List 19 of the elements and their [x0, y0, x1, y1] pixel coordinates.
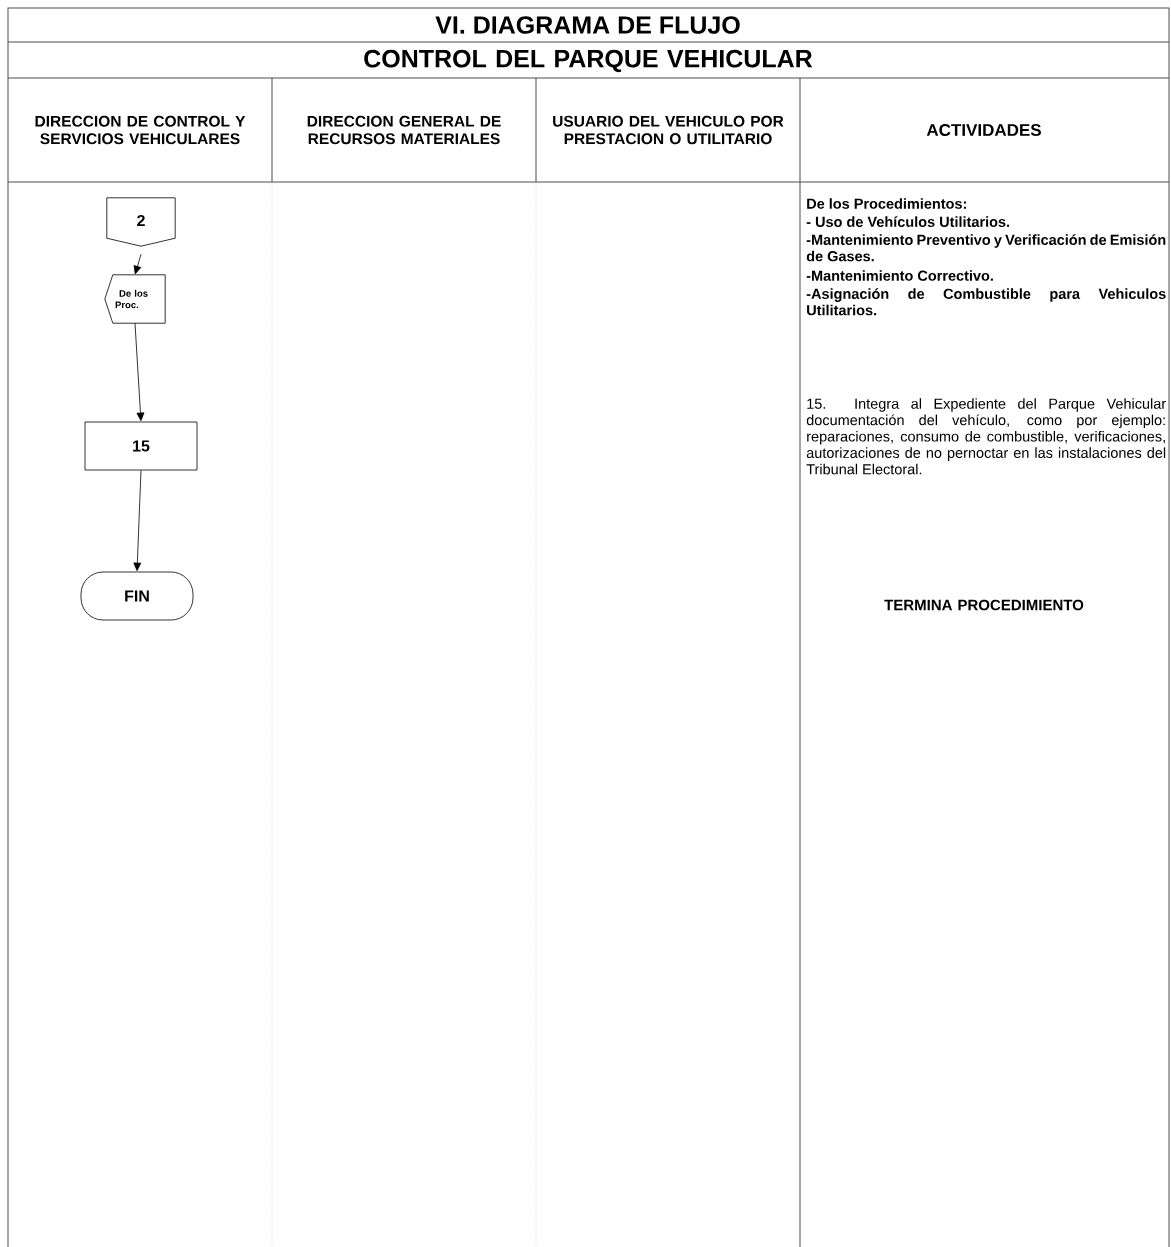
subtitle: CONTROL DEL PARQUE VEHICULAR: [364, 49, 813, 73]
process-box: 15: [84, 421, 198, 471]
column-header: USUARIO DEL VEHICULO POR PRESTACION O UTILITARIO: [553, 115, 784, 145]
column-header: DIRECCION GENERAL DE RECURSOS MATERIALES: [307, 115, 501, 145]
column-header: DIRECCION DE CONTROL Y SERVICIOS VEHICULARES: [35, 115, 246, 145]
activity-text: -Mantenimiento Correctivo.: [806, 270, 993, 281]
activity-text: 15. Integra al Expediente del Parque Vehicular documentación del vehículo, como por ejemplo: reparaciones, consumo de combustible, verificaciones, autorizaciones de no pernoctar en las instalaciones del Tribunal Electoral.: [806, 398, 1166, 475]
off-page-connector: 2: [106, 197, 176, 247]
title: VI. DIAGRAMA DE FLUJO: [435, 16, 740, 34]
activity-text: -Asignación de Combustible para Vehiculos Utilitarios.: [806, 288, 1166, 316]
activity-heading: De los Procedimientos:: [807, 198, 966, 209]
connector-box: De los Proc.: [104, 274, 166, 324]
arrow: [133, 470, 142, 571]
end-note: TERMINA PROCEDIMIENTO: [884, 599, 1084, 611]
activity-text: -Mantenimiento Preventivo y Verificación de Emisión de Gases.: [806, 234, 1166, 262]
activity-text: - Uso de Vehículos Utilitarios.: [806, 216, 1010, 227]
arrow: [134, 322, 145, 421]
column-header: ACTIVIDADES: [926, 124, 1041, 137]
arrow: [133, 253, 142, 275]
